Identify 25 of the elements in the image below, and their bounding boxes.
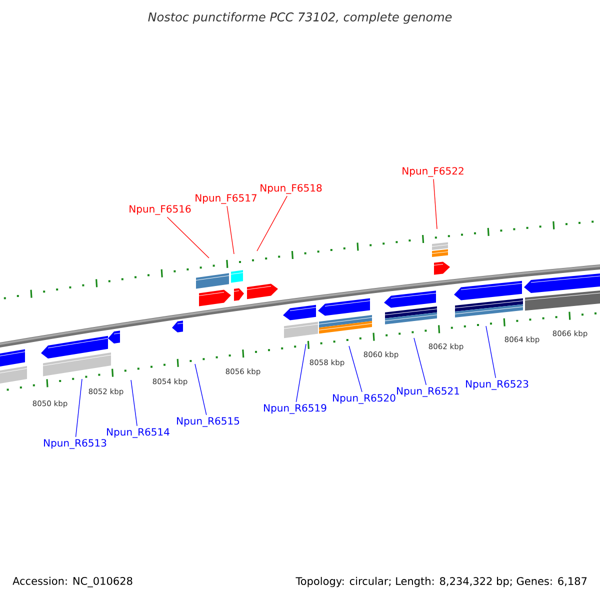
gene-label: Npun_R6521 — [397, 387, 460, 397]
genome-info-text: Topology: circular; Length: 8,234,322 bp; Genes: 6,187 — [296, 576, 587, 588]
gene-label: Npun_R6513 — [44, 439, 106, 449]
gene-label: Npun_F6522 — [402, 167, 464, 177]
leader-line — [130, 380, 138, 426]
gene-label: Npun_R6515 — [177, 417, 240, 427]
leader-line — [348, 346, 362, 392]
leader-line — [194, 364, 207, 416]
leader-line — [256, 196, 288, 252]
gene-label: Npun_F6516 — [130, 205, 191, 215]
leader-line — [166, 216, 210, 258]
leader-line — [414, 338, 427, 386]
gene-label: Npun_F6518 — [260, 184, 322, 194]
leader-line — [296, 344, 306, 402]
gene-label: Npun_F6517 — [196, 194, 256, 204]
leader-line — [226, 206, 234, 254]
leader-line — [433, 178, 438, 230]
gene-label: Npun_R6519 — [264, 404, 326, 414]
gene-label: Npun_R6523 — [466, 380, 528, 390]
leader-line — [486, 326, 496, 378]
gene-label: Npun_R6520 — [333, 394, 396, 404]
accession-text: Accession: NC_010628 — [12, 576, 132, 588]
gene-label: Npun_R6514 — [107, 428, 170, 438]
leader-line — [75, 378, 82, 438]
title: Nostoc punctiforme PCC 73102, complete genome — [148, 12, 452, 24]
